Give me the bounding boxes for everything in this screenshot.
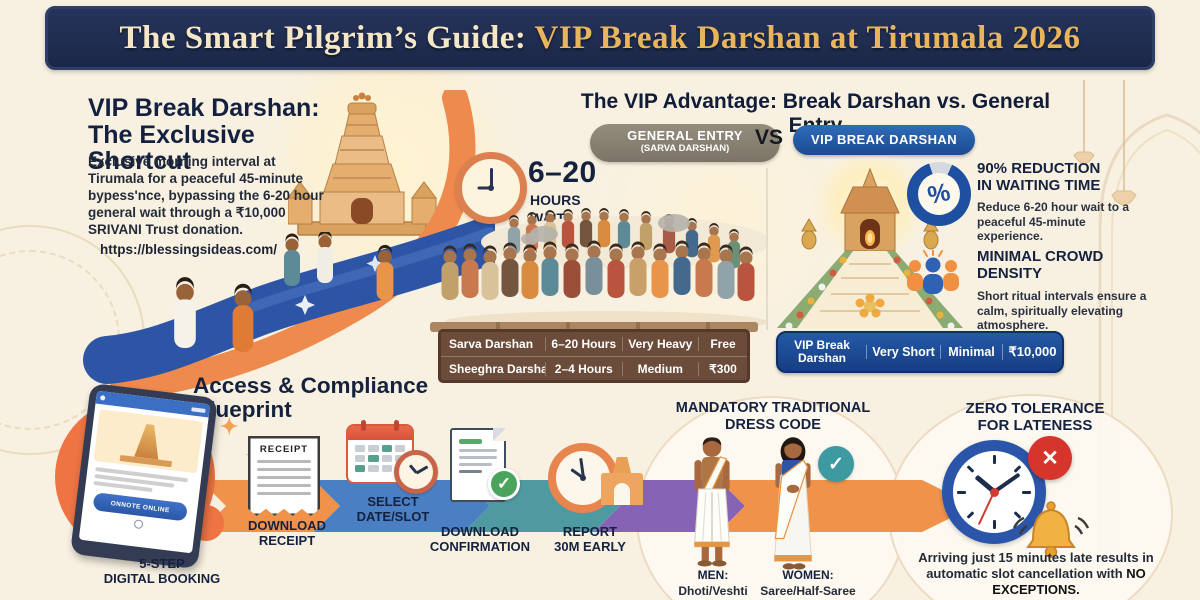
lateness-emphasis: NO EXCEPTIONS. xyxy=(992,565,1146,597)
exclusive-heading-line1: VIP Break Darshan: xyxy=(88,94,320,122)
tablet-temple-thumbnail xyxy=(93,409,204,474)
step-4-line2: 30M EARLY xyxy=(554,539,626,555)
percent-donut-icon: % xyxy=(907,162,971,226)
crowd-queue-illustration xyxy=(441,208,766,333)
general-entry-badge: GENERAL ENTRY (SARVA DARSHAN) xyxy=(590,124,780,162)
benefit-title-1: 90% REDUCTION IN WAITING TIME xyxy=(977,160,1147,195)
temple-gate-icon xyxy=(601,457,643,505)
general-badge-line2: (SARVA DARSHAN) xyxy=(640,143,730,154)
wait-hours-value: 6–20 xyxy=(528,156,597,189)
general-badge-line1: GENERAL ENTRY xyxy=(627,128,743,143)
vip-cell-name: VIP Break Darshan xyxy=(794,337,850,365)
title-banner: The Smart Pilgrim’s Guide: VIP Break Dar… xyxy=(45,6,1155,70)
percent-glyph: % xyxy=(925,177,953,210)
lateness-text: Arriving just 15 minutes late results in… xyxy=(918,550,1154,581)
vs-label: VS xyxy=(754,126,783,149)
step-label-digital-booking: 5-STEP DIGITAL BOOKING xyxy=(62,556,262,587)
vip-cell-cost: ₹10,000 xyxy=(1002,344,1062,360)
step-label-select-date: SELECT DATE/SLOT xyxy=(338,494,448,525)
step-4-line1: REPORT xyxy=(562,524,618,539)
exclusive-body: Exclusive morning interval at Tirumala f… xyxy=(88,154,324,237)
vip-comparison-row: VIP Break Darshan Very Short Minimal ₹10… xyxy=(776,331,1064,373)
cell-cost: ₹300 xyxy=(698,361,747,376)
vip-badge: VIP BREAK DARSHAN xyxy=(793,125,975,155)
general-comparison-table: Sarva Darshan 6–20 Hours Very Heavy Free… xyxy=(438,329,750,383)
cell-crowd: Very Heavy xyxy=(621,337,699,351)
tablet-home-button xyxy=(133,519,144,530)
man-dhoti-illustration xyxy=(693,437,731,567)
men-label: MEN: xyxy=(697,568,729,582)
sparkle-icon: ✦ xyxy=(220,414,239,439)
benefit-title-2: MINIMAL CROWD DENSITY xyxy=(977,248,1147,283)
step-label-download-receipt: DOWNLOAD RECEIPT xyxy=(232,518,342,549)
gopuram-temple-illustration xyxy=(288,92,437,236)
table-row: Sheeghra Darshan 2–4 Hours Medium ₹300 xyxy=(441,356,747,380)
dress-code-heading: MANDATORY TRADITIONAL DRESS CODE xyxy=(648,400,898,433)
alarm-bell-icon xyxy=(1012,501,1090,559)
benefit-1-line2: IN WAITING TIME xyxy=(977,176,1101,194)
step-2-line1: SELECT xyxy=(367,494,419,509)
lateness-heading: ZERO TOLERANCE FOR LATENESS xyxy=(935,400,1135,435)
check-glyph: ✓ xyxy=(828,453,844,475)
cell-name: Sheeghra Darshan xyxy=(449,361,546,376)
book-online-button[interactable]: ONNOTE ONLINE xyxy=(92,492,188,522)
lateness-heading-line1: ZERO TOLERANCE xyxy=(965,400,1105,417)
benefit-2-line1: MINIMAL CROWD xyxy=(977,248,1104,265)
benefit-2-line2: DENSITY xyxy=(977,264,1043,282)
cross-glyph: ✕ xyxy=(1041,446,1059,470)
check-circle-icon: ✓ xyxy=(488,468,520,500)
lateness-body: Arriving just 15 minutes late results in… xyxy=(900,550,1172,598)
women-label: WOMEN: xyxy=(782,568,834,582)
benefit-1-line1: 90% REDUCTION xyxy=(977,160,1101,177)
receipt-label: RECEIPT xyxy=(259,444,309,455)
wait-unit-1: HOURS xyxy=(530,192,581,208)
stone-ledge-decoration xyxy=(430,322,758,332)
lateness-heading-line2: FOR LATENESS xyxy=(977,417,1093,435)
title-highlight: VIP Break Darshan at Tirumala 2026 xyxy=(534,19,1081,56)
check-glyph: ✓ xyxy=(496,474,512,493)
dress-heading-line2: DRESS CODE xyxy=(725,416,821,433)
woman-saree-illustration xyxy=(773,437,813,570)
panel-divider xyxy=(766,168,768,330)
exclusive-heading: VIP Break Darshan: The Exclusive Shortcu… xyxy=(88,95,358,175)
step-2-line2: DATE/SLOT xyxy=(356,509,430,525)
step-0-line1: 5-STEP xyxy=(139,556,185,571)
vip-cell-wait: Very Short xyxy=(866,345,940,359)
step-3-line2: CONFIRMATION xyxy=(429,539,531,555)
dress-check-icon: ✓ xyxy=(818,446,854,482)
men-value: Dhoti/Veshti xyxy=(678,584,748,598)
cell-name: Sarva Darshan xyxy=(449,337,534,351)
booking-tablet-illustration: ONNOTE ONLINE xyxy=(69,382,219,570)
step-label-report-early: REPORT 30M EARLY xyxy=(535,524,645,555)
x-mark-icon: ✕ xyxy=(1028,436,1072,480)
step-1-line2: RECEIPT xyxy=(258,533,316,549)
cell-crowd: Medium xyxy=(621,361,699,376)
receipt-icon: RECEIPT xyxy=(248,436,320,516)
exclusive-heading-line2: The Exclusive Shortcut xyxy=(88,120,255,175)
step-3-line1: DOWNLOAD xyxy=(441,524,519,539)
vip-temple-pathway-illustration xyxy=(777,156,963,330)
temple-arch-decoration xyxy=(1073,80,1200,580)
website-link[interactable]: https://blessingsideas.com/ xyxy=(100,242,278,257)
title-prefix: The Smart Pilgrim’s Guide: xyxy=(119,19,535,56)
dress-heading-line1: MANDATORY TRADITIONAL xyxy=(675,400,871,416)
slot-clock-icon xyxy=(394,450,438,494)
step-1-line1: DOWNLOAD xyxy=(248,518,326,533)
table-row: Sarva Darshan 6–20 Hours Very Heavy Free xyxy=(441,332,747,356)
wait-clock-icon xyxy=(455,152,527,224)
benefit-desc-1: Reduce 6-20 hour wait to a peaceful 45-m… xyxy=(977,200,1130,244)
step-label-download-confirmation: DOWNLOAD CONFIRMATION xyxy=(420,524,540,555)
page-title: The Smart Pilgrim’s Guide: VIP Break Dar… xyxy=(120,20,1081,57)
vip-cell-crowd: Minimal xyxy=(940,345,1002,359)
benefit-desc-2: Short ritual intervals ensure a calm, sp… xyxy=(977,289,1147,333)
cell-cost: Free xyxy=(698,337,747,351)
cell-wait: 6–20 Hours xyxy=(545,337,622,351)
women-value: Saree/Half-Saree xyxy=(760,584,856,598)
cell-wait: 2–4 Hours xyxy=(545,361,622,376)
step-0-line2: DIGITAL BOOKING xyxy=(103,571,221,587)
crowd-icon xyxy=(907,250,959,294)
